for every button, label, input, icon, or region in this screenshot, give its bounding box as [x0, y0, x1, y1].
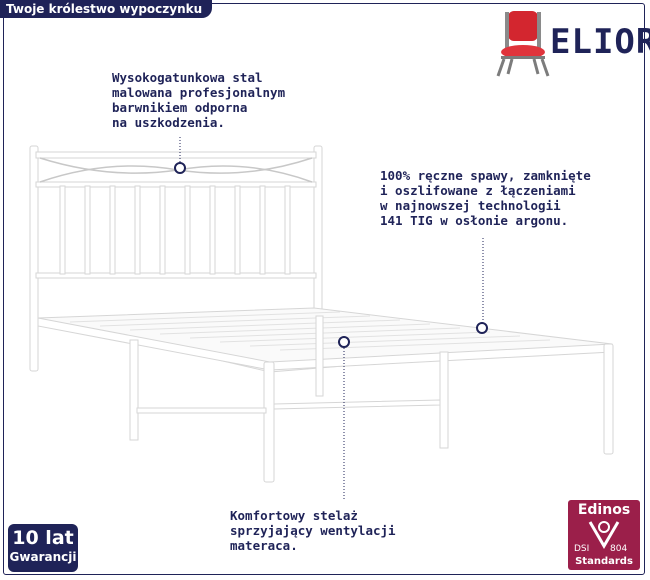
annotation-line: w najnowszej technologii: [380, 198, 561, 213]
leg-front-left: [263, 361, 275, 483]
standards-label: Standards: [575, 556, 633, 567]
annotation-line: sprzyjający wentylacji: [230, 523, 396, 538]
annotation-line: na uszkodzenia.: [112, 115, 225, 130]
elior-logo: ELIOR: [494, 8, 650, 80]
annotation-steel: Wysokogatunkowa stal malowana profesjona…: [112, 70, 285, 130]
annotation-line: 100% ręczne spawy, zamknięte: [380, 168, 591, 183]
annotation-line: malowana profesjonalnym: [112, 85, 286, 100]
annotation-line: Komfortowy stelaż: [230, 508, 358, 523]
annotation-line: 141 TIG w osłonie argonu.: [380, 213, 569, 228]
headboard-post-left: [29, 145, 39, 372]
warranty-label: Gwarancji: [9, 550, 77, 564]
callout-dot-welds: [476, 322, 488, 334]
annotation-line: i oszlifowane z łączeniami: [380, 183, 576, 198]
annotation-line: barwnikiem odporna: [112, 100, 248, 115]
annotation-line: Wysokogatunkowa stal: [112, 70, 263, 85]
headboard-lower-rail: [35, 272, 317, 279]
quality-mark-icon: [588, 521, 620, 549]
edinos-standards-badge: Edinos DSI 804 Standards: [568, 500, 640, 570]
image-frame: [3, 3, 645, 575]
standard-code-left: DSI: [574, 544, 590, 554]
callout-dot-steel: [174, 162, 186, 174]
headboard-top-rail: [35, 151, 317, 159]
chair-logo-icon: [496, 11, 550, 77]
warranty-badge: 10 lat Gwarancji: [8, 524, 78, 572]
annotation-slats: Komfortowy stelaż sprzyjający wentylacji…: [230, 508, 396, 553]
leg-back-left: [129, 339, 139, 441]
standard-code-right: 804: [610, 544, 628, 554]
annotation-line: materaca.: [230, 538, 298, 553]
leg-back-mid: [439, 351, 449, 449]
headboard-middle-rail: [35, 181, 317, 188]
leg-back-right: [315, 315, 324, 397]
headboard-post-right: [313, 145, 323, 317]
leg-front-right: [603, 343, 614, 455]
callout-dot-slats: [338, 336, 350, 348]
annotation-welds: 100% ręczne spawy, zamknięte i oszlifowa…: [380, 168, 591, 228]
tagline-banner: Twoje królestwo wypoczynku: [0, 0, 213, 18]
edinos-name: Edinos: [577, 502, 631, 518]
warranty-years: 10 lat: [12, 527, 74, 549]
brand-name: ELIOR: [550, 22, 650, 62]
